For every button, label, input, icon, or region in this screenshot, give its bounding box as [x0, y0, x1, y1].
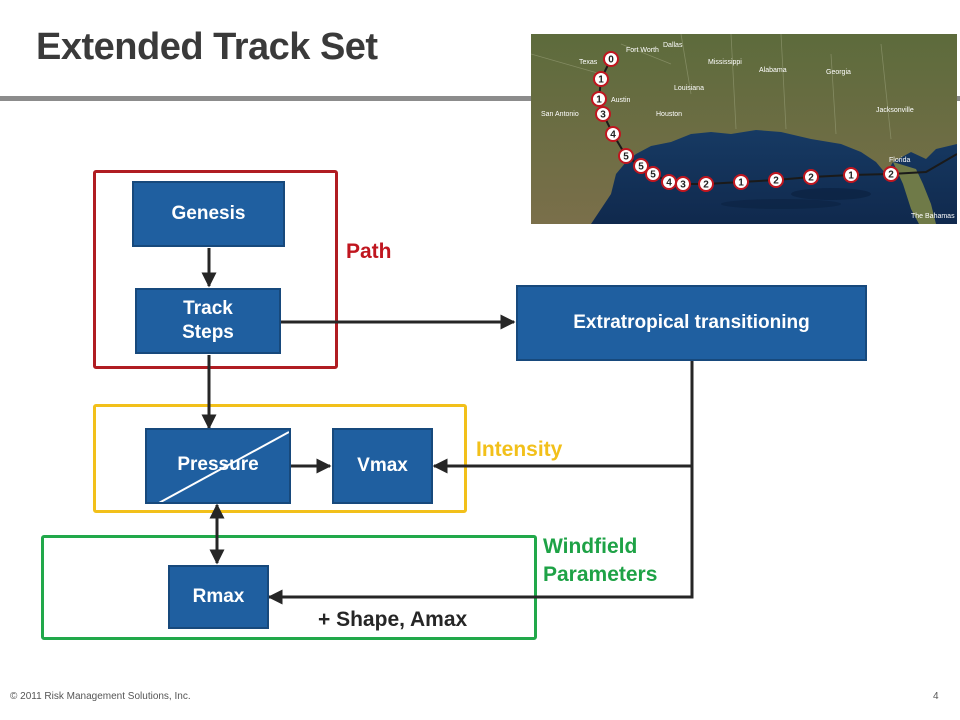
- map-graphic: Fort Worth Dallas Texas Mississippi Alab…: [531, 34, 957, 224]
- track-marker-circle: [883, 166, 899, 182]
- track-marker: 2: [698, 176, 714, 192]
- map-label-florida: Florida: [889, 157, 911, 164]
- map-label-dallas: Dallas: [663, 42, 683, 49]
- track-marker-category: 4: [610, 130, 616, 141]
- map-label-san-antonio: San Antonio: [541, 111, 579, 118]
- track-marker: 3: [595, 106, 611, 122]
- track-marker: 2: [803, 169, 819, 185]
- track-marker-circle: [618, 148, 634, 164]
- genesis-box: Genesis: [132, 181, 285, 247]
- track-marker-circle: [593, 71, 609, 87]
- map-label-jacksonville: Jacksonville: [876, 107, 914, 114]
- track-marker: 1: [843, 167, 859, 183]
- track-marker-circle: [803, 169, 819, 185]
- track-marker-circle: [633, 158, 649, 174]
- track-marker-circle: [645, 166, 661, 182]
- track-marker: 4: [605, 126, 621, 142]
- extratropical-box: Extratropical transitioning: [516, 285, 867, 361]
- track-marker: 1: [591, 91, 607, 107]
- pressure-strike-line: [158, 431, 289, 502]
- map-label-louisiana: Louisiana: [674, 85, 704, 92]
- windfield-label: Windfield Parameters: [543, 535, 658, 587]
- track-marker: 5: [633, 158, 649, 174]
- track-marker-category: 2: [703, 180, 709, 191]
- track-marker-category: 1: [598, 75, 604, 86]
- track-marker-circle: [733, 174, 749, 190]
- track-marker: 0: [603, 51, 619, 67]
- map-label-austin: Austin: [611, 97, 631, 104]
- track-marker-category: 3: [600, 110, 606, 121]
- slide-title: Extended Track Set: [36, 26, 378, 68]
- track-marker-category: 2: [888, 170, 894, 181]
- map-label-alabama: Alabama: [759, 67, 787, 74]
- map-label-texas: Texas: [579, 59, 598, 66]
- shape-amax-label: + Shape, Amax: [318, 608, 468, 631]
- track-marker-category: 5: [623, 152, 629, 163]
- track-marker-category: 3: [680, 180, 686, 191]
- track-marker-category: 2: [773, 176, 779, 187]
- track-marker-category: 1: [848, 171, 854, 182]
- path-group-box: [93, 170, 338, 369]
- track-marker-circle: [591, 91, 607, 107]
- track-marker-category: 5: [650, 170, 656, 181]
- track-marker: 5: [645, 166, 661, 182]
- map-label-fort-worth: Fort Worth: [626, 47, 659, 54]
- track-marker: 1: [593, 71, 609, 87]
- pressure-box: Pressure: [145, 428, 291, 504]
- track-marker-category: 0: [608, 55, 614, 66]
- arrow-extratropical-to-vmax: [432, 360, 694, 474]
- path-label: Path: [346, 240, 392, 263]
- track-marker-circle: [595, 106, 611, 122]
- map-label-houston: Houston: [656, 111, 682, 118]
- track-marker-category: 2: [808, 173, 814, 184]
- track-marker: 2: [883, 166, 899, 182]
- rmax-box: Rmax: [168, 565, 269, 629]
- copyright-footer: © 2011 Risk Management Solutions, Inc.: [10, 691, 191, 702]
- page-number: 4: [933, 691, 939, 702]
- intensity-group-box: [93, 404, 467, 513]
- track-marker-circle: [605, 126, 621, 142]
- track-marker-category: 1: [738, 178, 744, 189]
- track-marker-circle: [768, 172, 784, 188]
- map-label-georgia: Georgia: [826, 69, 851, 76]
- track-marker: 5: [618, 148, 634, 164]
- track-marker: 1: [733, 174, 749, 190]
- map-label-mississippi: Mississippi: [708, 59, 742, 66]
- track-marker-category: 1: [596, 95, 602, 106]
- track-marker-circle: [603, 51, 619, 67]
- track-marker-circle: [675, 176, 691, 192]
- track-marker: 2: [768, 172, 784, 188]
- track-marker: 3: [675, 176, 691, 192]
- vmax-box: Vmax: [332, 428, 433, 504]
- track-marker-circle: [698, 176, 714, 192]
- windfield-group-box: [41, 535, 537, 640]
- track-marker-category: 5: [638, 162, 644, 173]
- hurricane-track-map: Fort Worth Dallas Texas Mississippi Alab…: [531, 34, 957, 224]
- track-steps-box: Track Steps: [135, 288, 281, 354]
- title-divider: [0, 96, 960, 101]
- track-marker-circle: [843, 167, 859, 183]
- arrow-extratropical-to-rmax: [267, 466, 694, 605]
- track-marker-category: 4: [666, 178, 672, 189]
- intensity-label: Intensity: [476, 438, 563, 461]
- map-label-bahamas: The Bahamas: [911, 213, 955, 220]
